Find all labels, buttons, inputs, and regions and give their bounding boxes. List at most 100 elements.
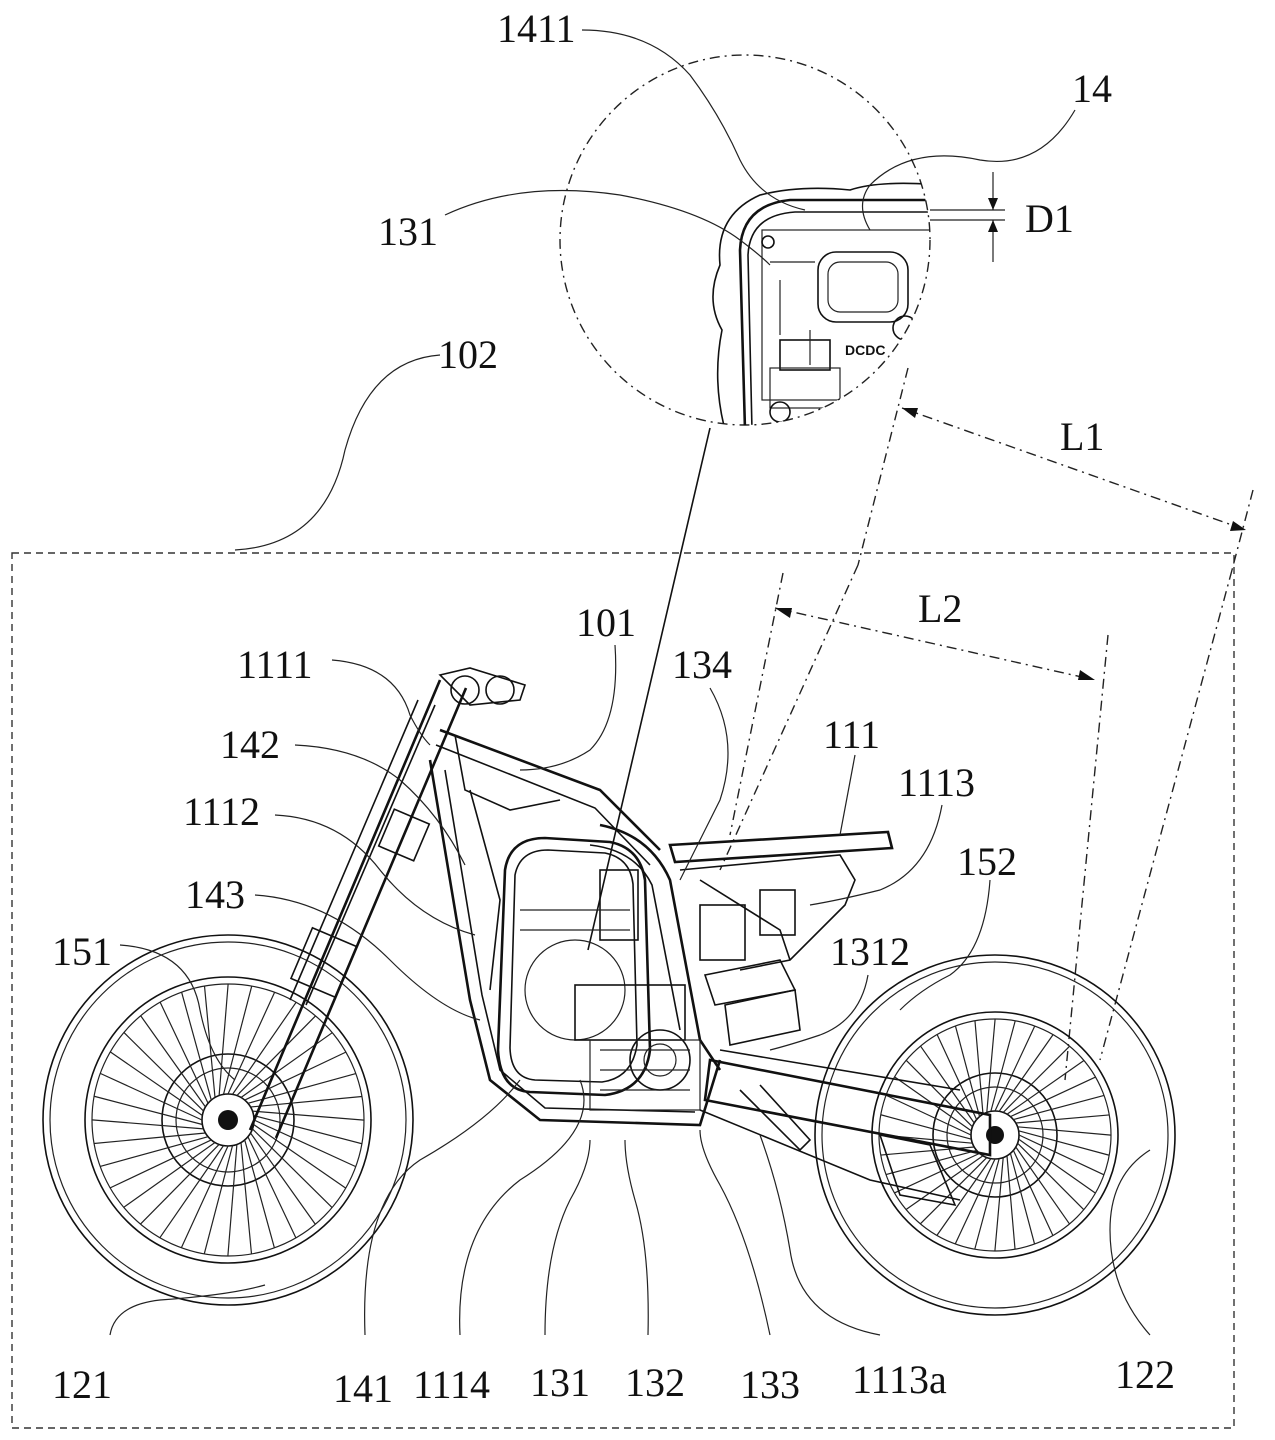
label-101: 101 bbox=[576, 600, 636, 645]
label-102: 102 bbox=[438, 332, 498, 377]
spoke bbox=[954, 1025, 981, 1117]
spoke bbox=[1017, 1142, 1085, 1211]
spoke bbox=[91, 1119, 204, 1130]
l2-dimension bbox=[729, 572, 1109, 1081]
spoke bbox=[250, 1095, 363, 1108]
label-131-inset: 131 bbox=[378, 209, 438, 254]
label-132: 132 bbox=[625, 1360, 685, 1405]
label-l2: L2 bbox=[918, 586, 962, 631]
spoke bbox=[880, 1114, 972, 1140]
spoke bbox=[252, 1110, 365, 1121]
front-brake-disc bbox=[161, 1053, 295, 1187]
label-1112: 1112 bbox=[183, 789, 260, 834]
spoke bbox=[986, 1018, 996, 1113]
spoke bbox=[123, 1142, 216, 1208]
label-122: 122 bbox=[1115, 1352, 1175, 1397]
spoke bbox=[1018, 1130, 1110, 1156]
spoke bbox=[252, 1128, 333, 1208]
spoke bbox=[159, 1145, 224, 1239]
spoke bbox=[885, 1149, 977, 1176]
spoke bbox=[203, 985, 216, 1098]
label-d1: D1 bbox=[1025, 196, 1074, 241]
assembly-frame bbox=[11, 552, 1235, 1429]
spoke bbox=[936, 1158, 992, 1236]
label-1111: 1111 bbox=[237, 642, 313, 687]
l1-dimension bbox=[719, 367, 1254, 1061]
spoke bbox=[93, 1095, 203, 1126]
spoke bbox=[1009, 1153, 1036, 1245]
projection-line bbox=[587, 427, 711, 951]
front-wheel bbox=[42, 934, 414, 1306]
spoke bbox=[253, 1119, 357, 1168]
label-1312: 1312 bbox=[830, 929, 910, 974]
spoke bbox=[227, 991, 276, 1095]
detail-inset: DCDC bbox=[559, 54, 931, 426]
label-141: 141 bbox=[333, 1366, 393, 1411]
label-142: 142 bbox=[220, 722, 280, 767]
label-1113a: 1113a bbox=[852, 1357, 947, 1402]
spoke bbox=[1002, 1045, 1071, 1113]
label-l1: L1 bbox=[1060, 414, 1104, 459]
spoke bbox=[181, 991, 212, 1101]
spoke bbox=[180, 1145, 229, 1249]
battery-pack bbox=[496, 836, 652, 1097]
label-1114: 1114 bbox=[413, 1362, 490, 1407]
spoke bbox=[253, 1124, 347, 1189]
spoke bbox=[1006, 1060, 1085, 1115]
spoke bbox=[203, 1145, 234, 1255]
spoke bbox=[140, 1015, 206, 1108]
label-143: 143 bbox=[185, 872, 245, 917]
rear-wheel bbox=[814, 954, 1176, 1316]
spoke bbox=[109, 1051, 203, 1116]
spoke bbox=[123, 1032, 204, 1112]
spoke bbox=[905, 1059, 973, 1128]
spoke bbox=[1018, 1134, 1105, 1176]
spoke bbox=[936, 1034, 978, 1120]
spoke bbox=[244, 1051, 347, 1101]
spoke bbox=[1010, 1076, 1096, 1118]
spoke bbox=[919, 1157, 988, 1225]
spoke bbox=[1006, 1155, 1016, 1250]
label-134: 134 bbox=[672, 642, 732, 687]
spoke bbox=[140, 1144, 220, 1225]
spoke bbox=[247, 1073, 357, 1104]
rear-brake-disc bbox=[932, 1072, 1058, 1198]
d1-dimension bbox=[930, 172, 1005, 262]
label-121: 121 bbox=[52, 1362, 112, 1407]
spoke bbox=[218, 983, 229, 1096]
spoke bbox=[990, 1020, 1016, 1112]
front-fork bbox=[248, 667, 527, 1139]
label-1113: 1113 bbox=[898, 760, 975, 805]
swingarm bbox=[699, 1049, 992, 1207]
dcdc-text: DCDC bbox=[845, 342, 885, 358]
label-133: 133 bbox=[740, 1362, 800, 1407]
label-111: 111 bbox=[823, 712, 880, 757]
label-1411: 1411 bbox=[497, 6, 576, 51]
spoke bbox=[1017, 1126, 1112, 1136]
label-131: 131 bbox=[530, 1360, 590, 1405]
spoke bbox=[974, 1020, 984, 1115]
motor-controller bbox=[574, 984, 701, 1111]
spoke bbox=[1013, 1094, 1105, 1121]
spoke bbox=[1015, 1146, 1070, 1225]
spoke bbox=[240, 1142, 253, 1255]
spoke bbox=[954, 1158, 996, 1245]
label-151: 151 bbox=[52, 929, 112, 974]
label-152: 152 bbox=[957, 839, 1017, 884]
spoke bbox=[99, 1072, 203, 1121]
spoke bbox=[109, 1139, 212, 1189]
spoke bbox=[974, 1158, 1000, 1250]
rear-subframe bbox=[668, 830, 894, 1046]
spoke bbox=[93, 1132, 206, 1145]
spoke bbox=[244, 1139, 275, 1249]
spoke bbox=[159, 1001, 209, 1104]
spoke bbox=[1012, 1150, 1054, 1236]
leader-lines bbox=[109, 29, 1151, 1336]
spoke bbox=[227, 1144, 238, 1257]
spoke bbox=[99, 1136, 209, 1167]
spoke bbox=[236, 1015, 316, 1096]
spoke bbox=[998, 1034, 1054, 1112]
reference-labels: 1411 14 131 D1 102 L1 101 L2 1111 134 14… bbox=[52, 6, 1175, 1411]
spoke bbox=[1018, 1138, 1096, 1194]
